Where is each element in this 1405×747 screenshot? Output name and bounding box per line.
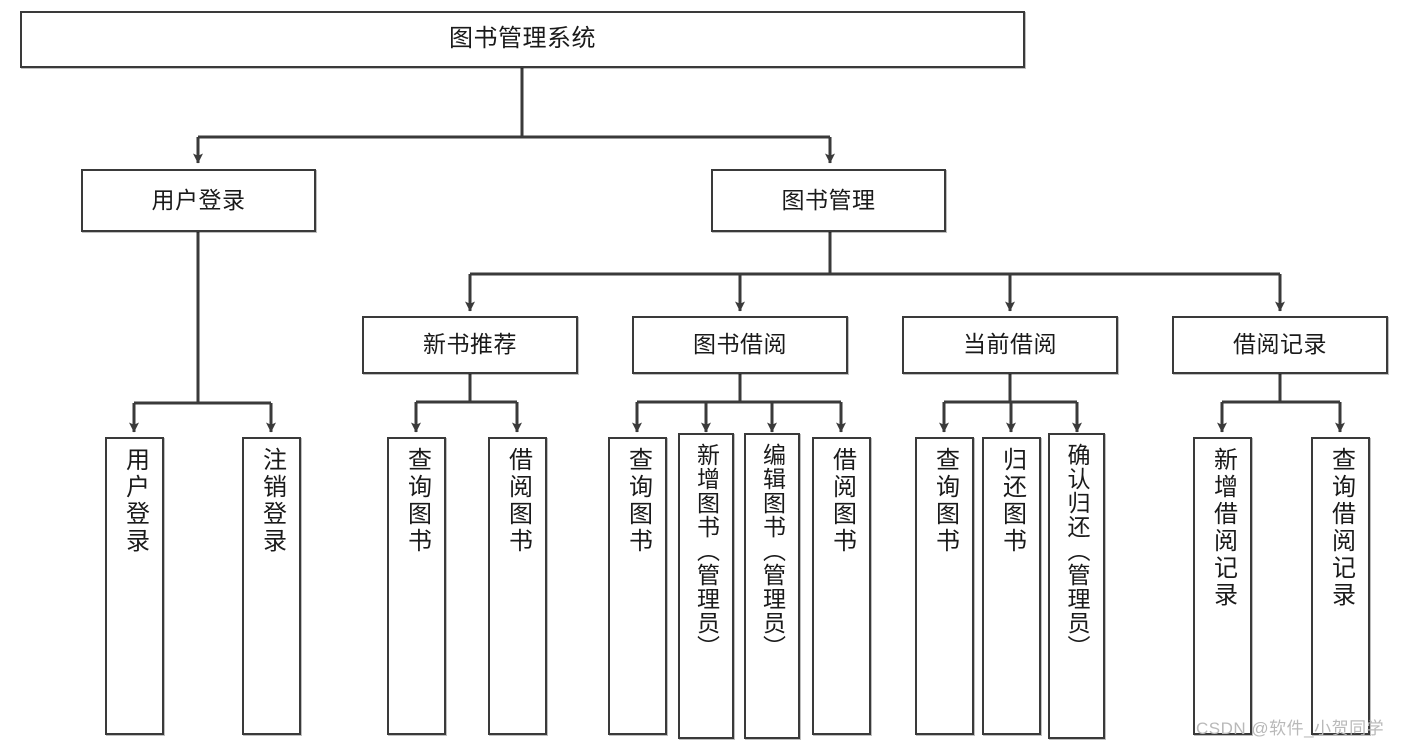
node-new-book-recommend[interactable]: 新书推荐 [362, 316, 578, 374]
node-label: 注销登录 [258, 447, 286, 555]
node-leaf-logout[interactable]: 注销登录 [242, 437, 301, 735]
node-label: 新增借阅记录 [1209, 447, 1237, 609]
node-label: 图书管理 [781, 186, 876, 213]
node-leaf-add-book-admin[interactable]: 新增图书（管理员） [678, 433, 734, 739]
node-label: 借阅图书 [504, 447, 532, 555]
node-leaf-borrow-book[interactable]: 借阅图书 [812, 437, 871, 735]
node-leaf-query-book-current[interactable]: 查询图书 [915, 437, 974, 735]
node-label: 用户登录 [121, 447, 149, 555]
node-leaf-user-login[interactable]: 用户登录 [105, 437, 164, 735]
node-leaf-borrow-book-recommend[interactable]: 借阅图书 [488, 437, 547, 735]
node-label: 查询图书 [624, 447, 652, 555]
node-leaf-add-borrow-record[interactable]: 新增借阅记录 [1193, 437, 1252, 735]
node-label: 新增图书（管理员） [693, 443, 720, 659]
node-leaf-confirm-return-admin[interactable]: 确认归还（管理员） [1048, 433, 1105, 739]
node-book-management[interactable]: 图书管理 [711, 169, 946, 232]
node-leaf-query-book-recommend[interactable]: 查询图书 [387, 437, 446, 735]
node-label: 用户登录 [151, 186, 246, 213]
node-label: 确认归还（管理员） [1064, 443, 1090, 659]
node-label: 归还图书 [998, 447, 1026, 555]
node-leaf-edit-book-admin[interactable]: 编辑图书（管理员） [744, 433, 800, 739]
node-leaf-query-borrow-record[interactable]: 查询借阅记录 [1311, 437, 1370, 735]
node-label: 查询图书 [931, 447, 959, 555]
node-label: 当前借阅 [963, 331, 1057, 358]
csdn-watermark: CSDN @软件_小贺同学 [1196, 719, 1385, 738]
node-label: 查询借阅记录 [1327, 447, 1355, 609]
node-label: 查询图书 [403, 447, 431, 555]
node-current-borrow[interactable]: 当前借阅 [902, 316, 1118, 374]
node-user-login[interactable]: 用户登录 [81, 169, 316, 232]
node-label: 图书管理系统 [449, 25, 596, 53]
node-leaf-return-book[interactable]: 归还图书 [982, 437, 1041, 735]
node-leaf-query-book[interactable]: 查询图书 [608, 437, 667, 735]
node-label: 借阅图书 [828, 447, 856, 555]
node-label: 新书推荐 [423, 331, 517, 358]
node-label: 编辑图书（管理员） [759, 443, 786, 659]
node-borrow-record[interactable]: 借阅记录 [1172, 316, 1388, 374]
node-label: 图书借阅 [693, 331, 787, 358]
node-root-system[interactable]: 图书管理系统 [20, 11, 1025, 68]
node-book-borrow[interactable]: 图书借阅 [632, 316, 848, 374]
node-label: 借阅记录 [1233, 331, 1327, 358]
